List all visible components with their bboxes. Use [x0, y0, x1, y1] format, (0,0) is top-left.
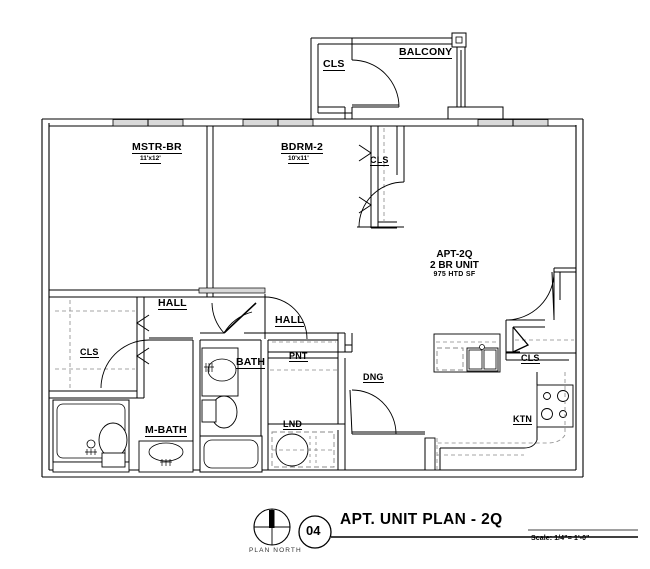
unit-name: APT-2Q [436, 249, 473, 260]
bdrm2-closet-walls [358, 126, 405, 229]
room-label-pnt: PNT [289, 351, 308, 363]
interior-partition-bedrooms [206, 126, 214, 297]
room-label-cls-bdrm2: CLS [370, 155, 389, 167]
unit-info-block: APT-2Q 2 BR UNIT 975 HTD SF [430, 249, 479, 278]
room-label-dng: DNG [363, 372, 384, 384]
bdrm2-hall-door [264, 294, 308, 340]
entry-closet-walls [505, 319, 576, 361]
bdrm2-door [357, 181, 405, 228]
unit-area: 975 HTD SF [433, 271, 476, 278]
window-bdrm-2 [242, 119, 314, 127]
pantry-walls [268, 332, 346, 371]
room-label-cls-balcony: CLS [323, 58, 345, 72]
room-label-m-bath: M-BATH [145, 424, 187, 438]
entry-door [505, 267, 576, 321]
dining-walls [345, 333, 397, 435]
window-mstr-br [112, 119, 184, 127]
mstr-br-bottom-wall [49, 287, 266, 298]
balcony-structure [335, 32, 504, 120]
room-label-bath: BATH [236, 356, 266, 370]
kitchen-counters [424, 333, 577, 471]
sheet-title: APT. UNIT PLAN - 2Q [340, 511, 503, 528]
balcony-closet-walls [310, 37, 400, 119]
mstr-closet-walls [49, 296, 150, 399]
hall-right-wall [337, 358, 346, 424]
plan-north-label: PLAN NORTH [249, 547, 302, 554]
drawing-number: 04 [306, 523, 321, 538]
room-label-cls-entry: CLS [521, 353, 540, 365]
laundry-walls [267, 423, 346, 470]
room-label-hall-right: HALL [275, 314, 304, 328]
m-bath-walls [52, 337, 201, 473]
room-label-cls-mstr: CLS [80, 347, 99, 359]
room-label-balcony: BALCONY [399, 46, 453, 60]
dining-kitchen-wall [396, 431, 425, 435]
room-label-ktn: KTN [513, 414, 533, 426]
room-dims-bdrm-2: 10'x11' [288, 155, 309, 164]
room-dims-mstr-br: 11'x12' [140, 155, 161, 164]
sheet-scale: Scale: 1/4"= 1'-0" [531, 535, 590, 542]
room-label-mstr-br: MSTR-BR [132, 141, 182, 155]
bath-walls [199, 302, 269, 473]
room-label-bdrm-2: BDRM-2 [281, 141, 324, 155]
room-label-hall-left: HALL [158, 297, 187, 311]
unit-type: 2 BR UNIT [430, 259, 479, 271]
room-label-lnd: LND [283, 419, 303, 431]
window-living-room [477, 119, 549, 127]
